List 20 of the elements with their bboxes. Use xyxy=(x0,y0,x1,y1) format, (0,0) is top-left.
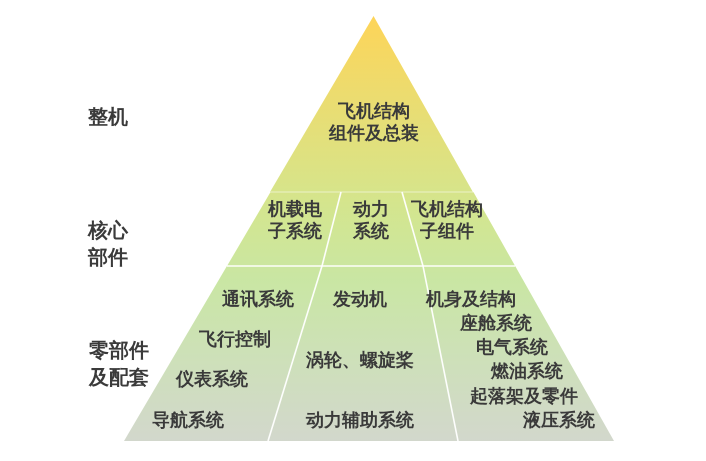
component-label: 飞机结构子组件 xyxy=(410,199,484,243)
component-label: 通讯系统 xyxy=(222,289,294,311)
component-label: 座舱系统 xyxy=(460,313,532,335)
component-label: 动力辅助系统 xyxy=(306,410,414,432)
component-label: 液压系统 xyxy=(523,410,595,432)
component-label: 机载电子系统 xyxy=(266,199,323,243)
component-label: 涡轮、螺旋桨 xyxy=(306,350,414,372)
component-label: 起落架及零件 xyxy=(470,386,578,408)
component-label: 飞机结构组件及总装 xyxy=(328,101,420,145)
component-label: 仪表系统 xyxy=(176,369,248,391)
component-label: 燃油系统 xyxy=(491,361,563,383)
component-label: 动力系统 xyxy=(352,199,390,243)
component-label: 发动机 xyxy=(333,289,387,311)
level-label: 零部件及配套 xyxy=(89,337,150,391)
component-label: 导航系统 xyxy=(152,410,224,432)
level-label: 核心部件 xyxy=(88,217,130,271)
level-label: 整机 xyxy=(88,104,128,130)
component-label: 飞行控制 xyxy=(199,329,271,351)
component-label: 机身及结构 xyxy=(426,289,516,311)
component-label: 电气系统 xyxy=(476,337,548,359)
